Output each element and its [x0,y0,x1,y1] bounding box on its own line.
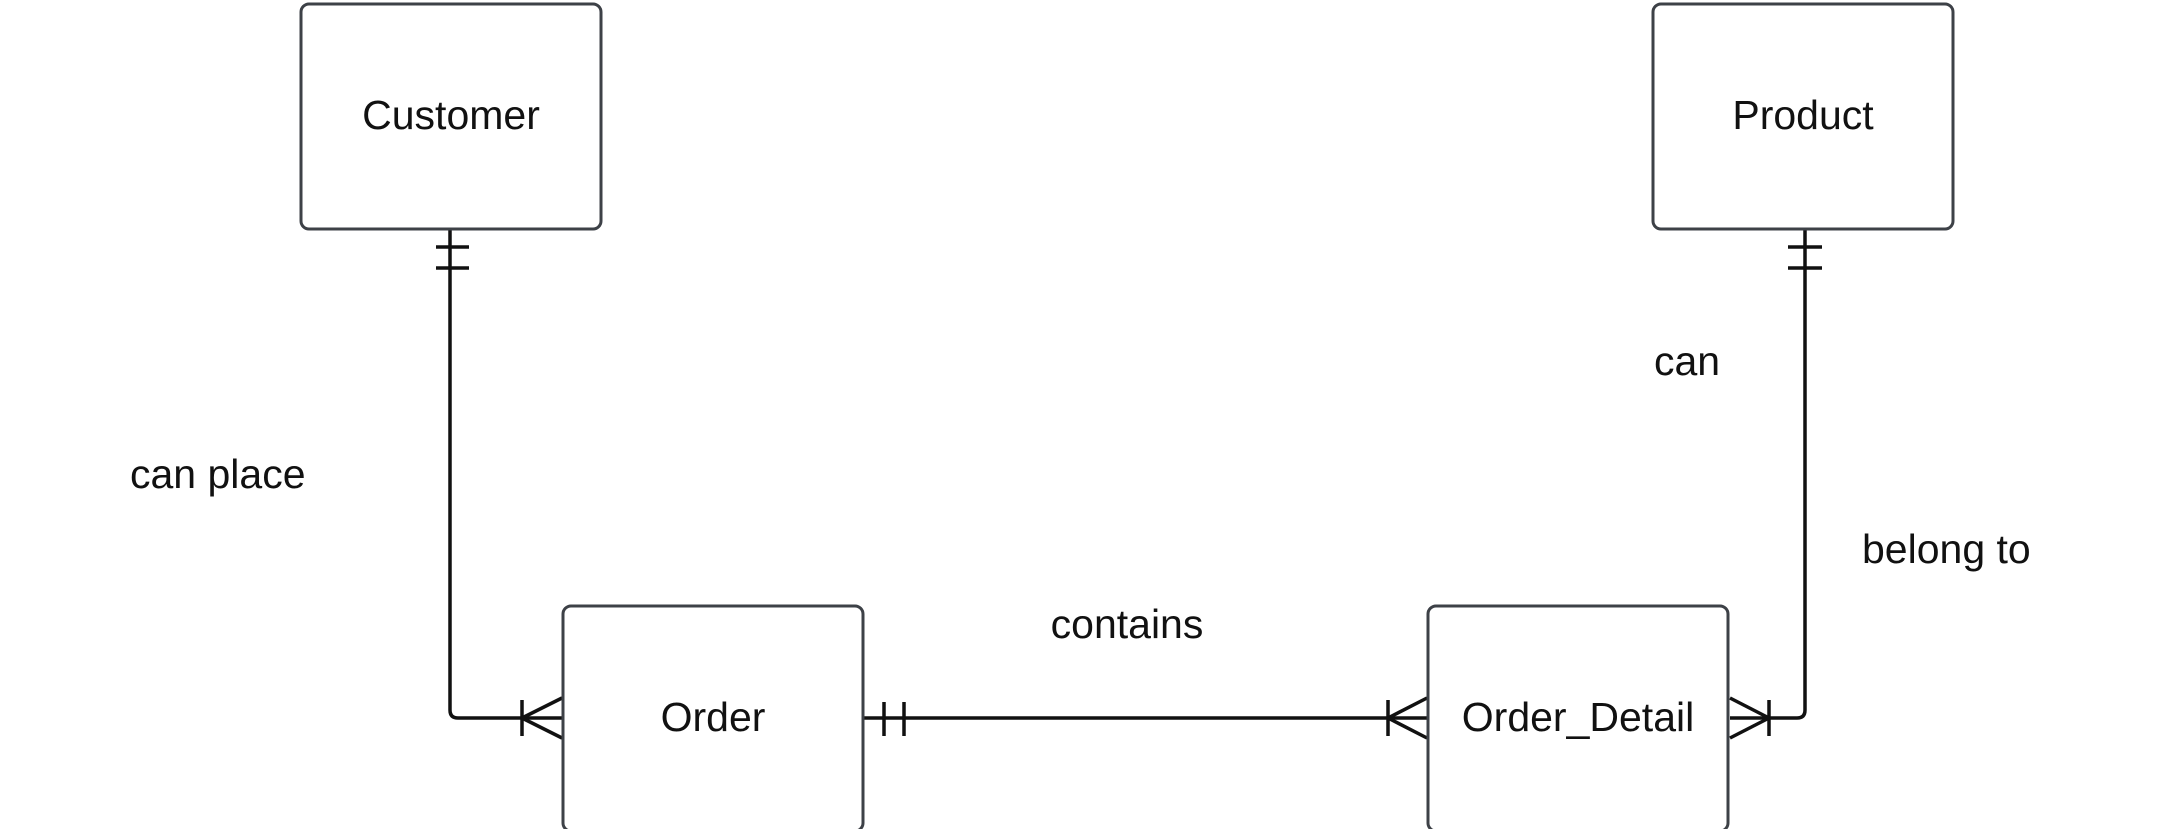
edge-product-order_detail[interactable] [1729,228,1822,740]
cardinality-one-or-many-order_detail-left [1386,696,1428,740]
relationship-label-contains: contains [1051,601,1204,647]
entity-customer[interactable]: Customer [299,2,603,231]
edge-order-order_detail[interactable] [864,696,1428,740]
cardinality-one-only-one-product [1788,245,1822,270]
entity-order-label: Order [661,694,766,740]
entity-product-label: Product [1732,92,1874,138]
entity-customer-label: Customer [362,92,540,138]
cardinality-one-only-one-order-right [882,702,906,736]
entity-order[interactable]: Order [561,604,865,829]
relationship-label-can-place: can place [130,451,306,497]
edge-customer-order[interactable] [436,228,563,740]
cardinality-one-or-many-order_detail-right [1729,696,1771,740]
entity-order_detail[interactable]: Order_Detail [1426,604,1730,829]
relationship-label-belong-to: belong to [1862,526,2031,572]
relationship-label-can: can [1654,338,1720,384]
cardinality-one-only-one-customer [436,245,469,270]
edge-customer-order-line[interactable] [448,228,562,720]
entity-product[interactable]: Product [1651,2,1955,231]
cardinality-one-or-many-order-left [520,696,563,740]
edge-product-order_detail-line[interactable] [1730,228,1807,720]
entity-order_detail-label: Order_Detail [1462,694,1694,740]
